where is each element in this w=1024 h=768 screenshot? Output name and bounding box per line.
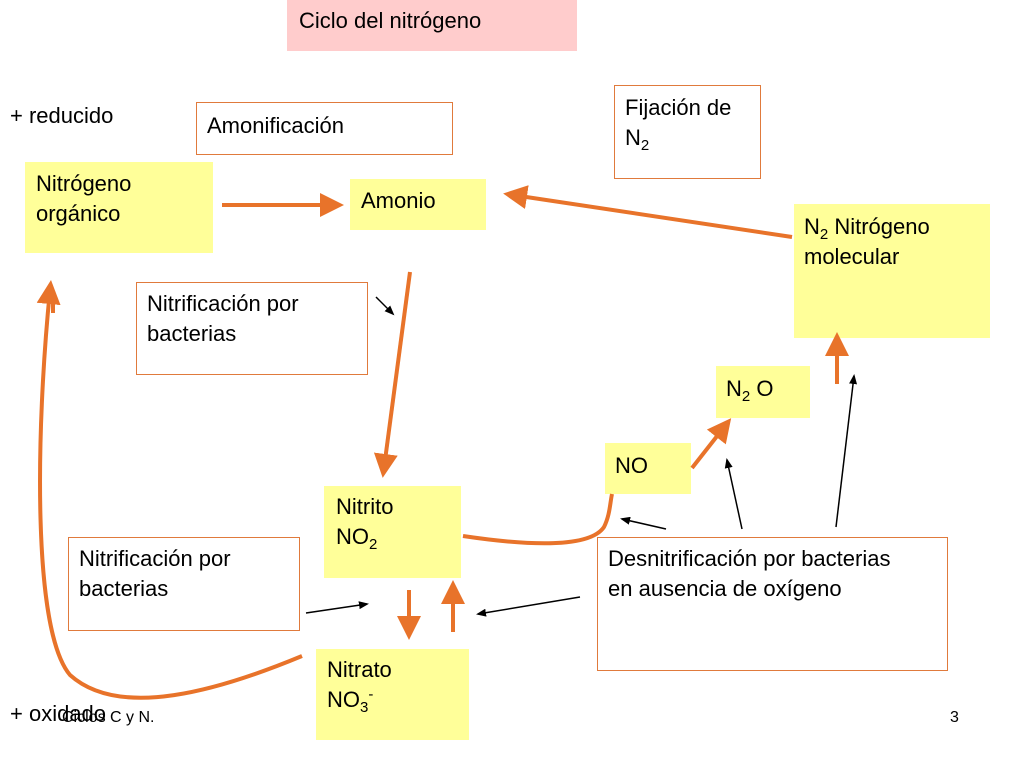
desnitrificacion-line1: Desnitrificación por bacterias xyxy=(608,546,891,571)
desnitrificacion-to-nitrato-pointer xyxy=(476,596,581,617)
nitrificacion-upper-box: Nitrificación por bacterias xyxy=(136,282,368,375)
oxido-nitrico-box: NO xyxy=(605,443,691,494)
desnitrificacion-to-no-pointer xyxy=(724,458,743,530)
amonificacion-box: Amonificación xyxy=(196,102,453,155)
fijacion-label-line1: Fijación de xyxy=(625,95,732,120)
fijacion-label-line2: N2 xyxy=(625,125,650,154)
page-title: Ciclo del nitrógeno xyxy=(299,8,482,33)
footer-source: Ciclos C y N. xyxy=(62,709,155,726)
nitrogeno-molecular-line1: N2 Nitrógeno xyxy=(804,214,930,243)
nitrificacion-lower-line2: bacterias xyxy=(79,576,169,601)
no-to-n2o-arrow xyxy=(690,418,732,470)
nitrificacion-upper-line2: bacterias xyxy=(147,321,237,346)
nitrato-formula: NO3- xyxy=(327,686,374,716)
nitrato-line1: Nitrato xyxy=(327,657,392,682)
amonio-label: Amonio xyxy=(361,188,436,213)
amonio-box: Amonio xyxy=(350,179,486,230)
fijacion-box: Fijación de N2 xyxy=(614,85,761,179)
nitrificacion-upper-pointer xyxy=(375,296,395,316)
amonificacion-label: Amonificación xyxy=(207,113,344,138)
nitrito-box: Nitrito NO2 xyxy=(324,486,461,578)
nitrito-formula: NO2 xyxy=(336,524,378,553)
nitrogeno-molecular-box: N2 Nitrógeno molecular xyxy=(794,204,990,338)
nitrito-line1: Nitrito xyxy=(336,494,394,519)
nitrato-box: Nitrato NO3- xyxy=(316,649,469,740)
nitrificacion-upper-line1: Nitrificación por xyxy=(147,291,299,316)
nitrificacion-lower-line1: Nitrificación por xyxy=(79,546,231,571)
nitrogeno-molecular-line2: molecular xyxy=(804,244,900,269)
desnitrificacion-to-nitrito-pointer xyxy=(620,516,667,530)
desnitrificacion-to-n2o-pointer xyxy=(835,374,858,528)
reduced-label: + reducido xyxy=(10,103,114,128)
nitrogeno-organico-box: Nitrógeno orgánico xyxy=(25,162,213,253)
nitrificacion-lower-box: Nitrificación por bacterias xyxy=(68,537,300,631)
nitrificacion-lower-pointer xyxy=(305,601,369,614)
oxido-nitrico-label: NO xyxy=(615,453,648,478)
page-number: 3 xyxy=(950,709,959,726)
oxido-nitroso-box: N2 O xyxy=(716,366,810,418)
oxidized-label: + oxidado xyxy=(10,701,107,726)
oxido-nitroso-label: N2 O xyxy=(726,376,774,405)
page-title-box: Ciclo del nitrógeno xyxy=(287,0,577,51)
nitrito-to-no-arrow xyxy=(462,493,614,546)
nitrogeno-organico-line1: Nitrógeno xyxy=(36,171,132,196)
molecular-to-amonio-arrow xyxy=(503,185,793,239)
desnitrificacion-box: Desnitrificación por bacterias en ausenc… xyxy=(597,537,948,671)
nitrogeno-organico-line2: orgánico xyxy=(36,201,121,226)
amonio-to-nitrito-arrow xyxy=(373,271,412,478)
desnitrificacion-line2: en ausencia de oxígeno xyxy=(608,576,842,601)
